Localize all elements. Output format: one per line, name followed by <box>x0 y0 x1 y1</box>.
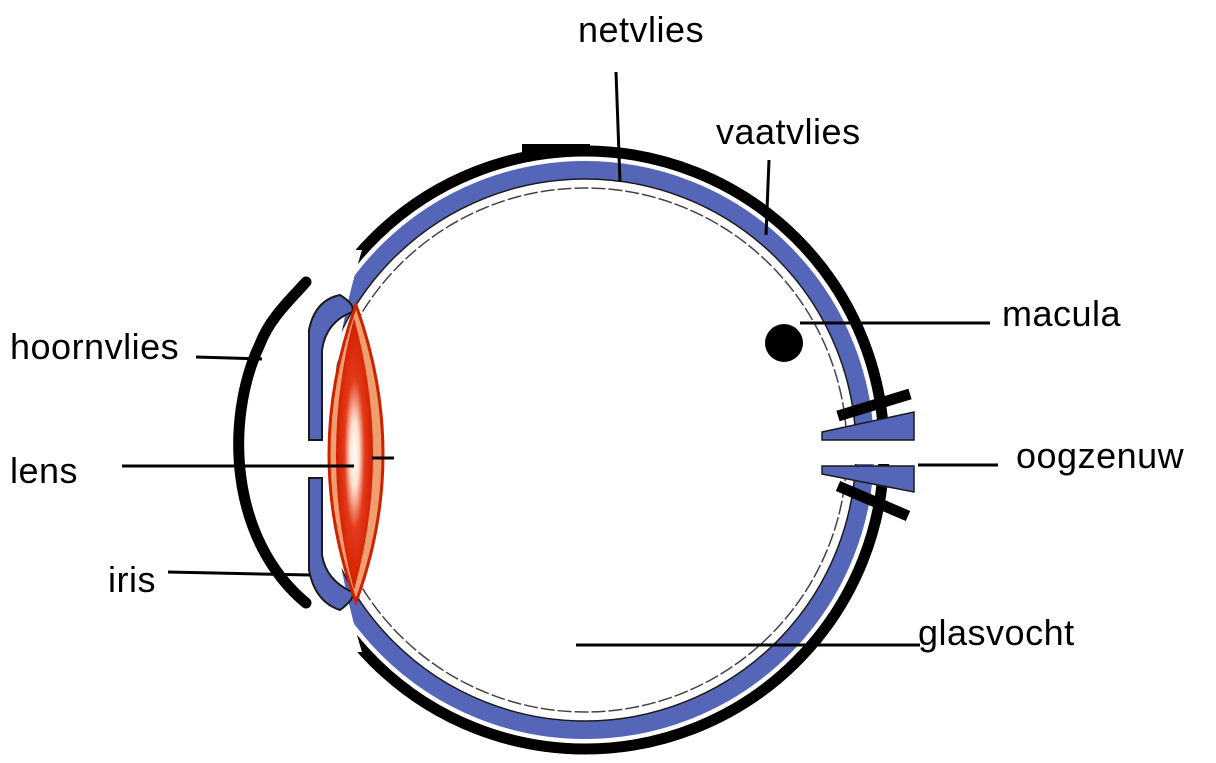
sclera-top-thick <box>522 144 590 153</box>
label-oogzenuw: oogzenuw <box>1016 436 1184 476</box>
netvlies-line <box>323 188 847 712</box>
leader-hoornvlies <box>196 357 262 359</box>
blue-band-inner-line <box>314 179 856 721</box>
label-lens: lens <box>10 451 78 491</box>
leader-vaatvlies <box>766 160 769 235</box>
label-glasvocht: glasvocht <box>918 613 1075 653</box>
label-netvlies: netvlies <box>578 10 704 50</box>
optic-nerve-gap <box>818 440 918 464</box>
macula-spot <box>765 324 803 362</box>
label-iris: iris <box>108 560 156 600</box>
label-macula: macula <box>1002 294 1121 334</box>
label-vaatvlies: vaatvlies <box>716 112 861 152</box>
label-hoornvlies: hoornvlies <box>10 327 179 367</box>
